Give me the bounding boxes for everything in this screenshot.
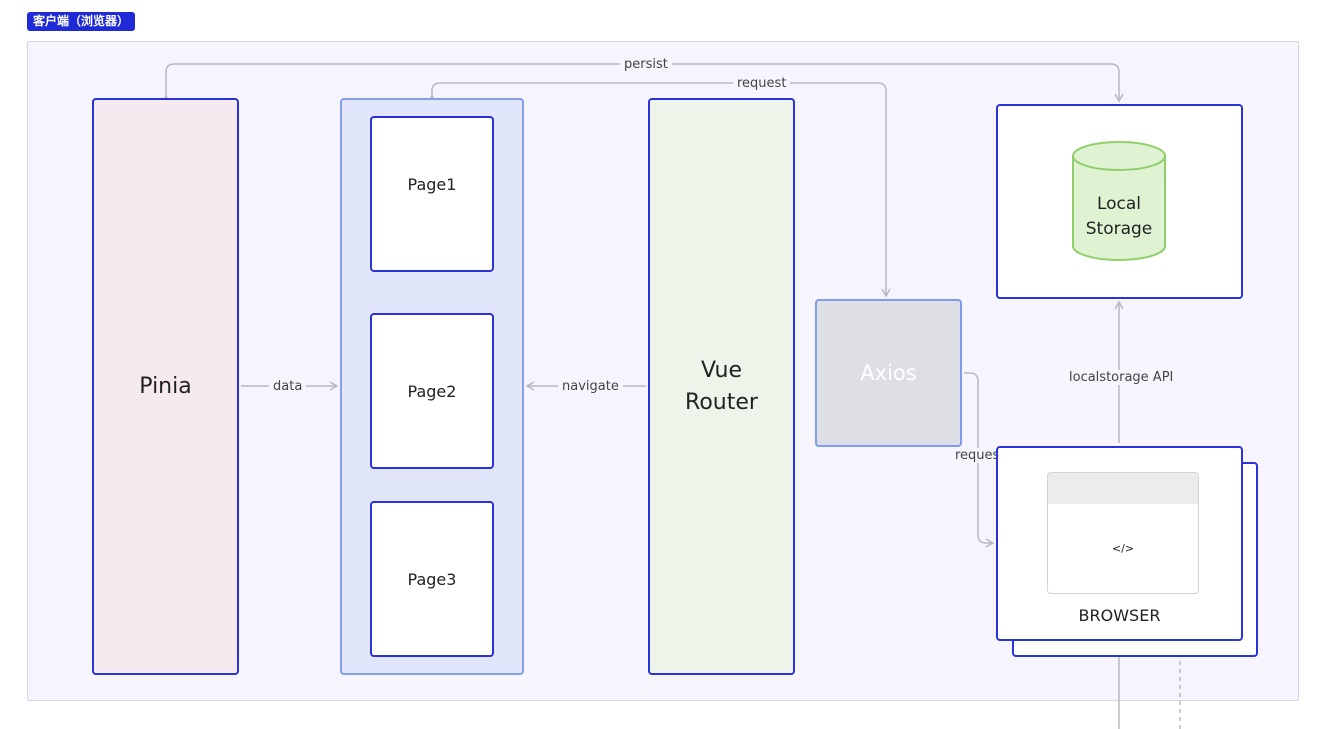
local-storage-label-line1: Local [1096,194,1142,214]
axios-node[interactable]: Axios [815,299,962,447]
request-side-label: request [951,448,1009,463]
browser-window-titlebar [1048,473,1198,504]
browser-window-icon: </> [1047,472,1199,594]
pinia-label: Pinia [139,374,192,399]
pinia-node[interactable]: Pinia [92,98,239,675]
localstorage-api-label: localstorage API [1065,370,1178,385]
client-region-tag: 客户端（浏览器） [27,12,136,31]
vue-router-node[interactable]: Vue Router [648,98,795,675]
page3-label: Page3 [407,569,457,589]
data-label: data [269,379,307,394]
code-icon: </> [1111,542,1135,555]
axios-label: Axios [860,361,917,385]
request-top-label: request [733,76,791,91]
page1-node[interactable]: Page1 [370,116,494,272]
local-storage-label-line2: Storage [1085,219,1153,239]
vue-router-label-line1: Vue [700,357,743,383]
page2-node[interactable]: Page2 [370,313,494,469]
page3-node[interactable]: Page3 [370,501,494,657]
vue-router-label-line2: Router [685,389,758,415]
page1-label: Page1 [407,174,457,194]
local-storage-label: Local Storage [1071,192,1167,242]
browser-label: BROWSER [1078,606,1161,625]
request-top-edge [427,82,891,298]
page2-label: Page2 [407,381,457,401]
navigate-label: navigate [558,379,623,394]
database-cylinder-icon [1072,141,1166,261]
persist-label: persist [620,57,672,72]
